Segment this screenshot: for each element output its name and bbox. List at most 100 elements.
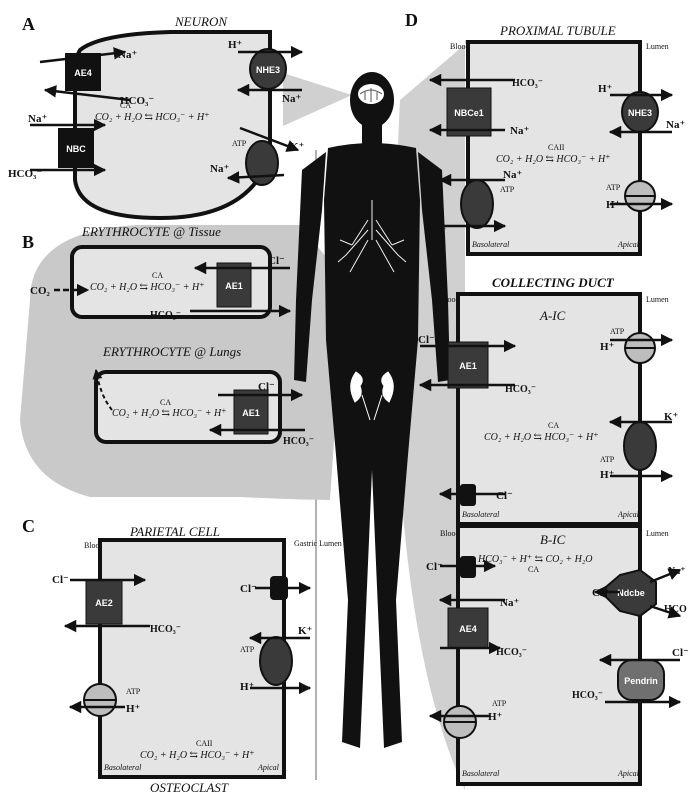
h-atpase-d2: [625, 333, 655, 363]
svg-text:Cl⁻: Cl⁻: [592, 587, 609, 599]
svg-text:Cl⁻: Cl⁻: [268, 255, 285, 267]
svg-text:AE1: AE1: [459, 361, 477, 371]
svg-text:AE1: AE1: [225, 281, 243, 291]
svg-text:Lumen: Lumen: [646, 42, 669, 51]
svg-text:NHE3: NHE3: [256, 65, 280, 75]
svg-text:Basolateral: Basolateral: [462, 769, 500, 778]
svg-text:ATP: ATP: [240, 645, 255, 654]
svg-text:HCO₃⁻: HCO₃⁻: [150, 624, 181, 635]
svg-text:CA: CA: [120, 101, 131, 110]
svg-text:HCO₃⁻: HCO₃⁻: [505, 384, 536, 395]
svg-text:Lumen: Lumen: [646, 529, 669, 538]
svg-text:H⁺: H⁺: [600, 469, 615, 481]
svg-text:K⁺: K⁺: [290, 141, 305, 153]
nhe3-transporter-a: NHE3: [250, 49, 286, 89]
erythrocyte-tissue-title: ERYTHROCYTE @ Tissue: [81, 224, 221, 239]
svg-text:Na⁺: Na⁺: [118, 49, 137, 61]
svg-text:NHE3: NHE3: [628, 108, 652, 118]
parietal-cell: [100, 540, 284, 777]
svg-text:HCO₃⁻ + H⁺ ⇆ CO₂ + H₂O: HCO₃⁻ + H⁺ ⇆ CO₂ + H₂O: [477, 554, 593, 565]
svg-text:CO₂: CO₂: [30, 285, 51, 297]
svg-text:H⁺: H⁺: [600, 341, 615, 353]
svg-text:H⁺: H⁺: [598, 83, 613, 95]
svg-text:Apical: Apical: [257, 763, 280, 772]
svg-text:Cl⁻: Cl⁻: [52, 574, 69, 586]
svg-text:Lumen: Lumen: [646, 295, 669, 304]
parietal-equation: CO₂ + H₂O ⇆ HCO₃⁻ + H⁺: [140, 750, 255, 761]
panel-a-letter: A: [22, 14, 35, 34]
svg-text:AE4: AE4: [74, 68, 92, 78]
svg-text:Apical: Apical: [617, 240, 640, 249]
neuron-equation: CO₂ + H₂O ⇆ HCO₃⁻ + H⁺: [95, 112, 210, 123]
na-k-atpase-a: [246, 141, 278, 185]
svg-text:Na⁺: Na⁺: [668, 566, 686, 577]
proximal-tubule-title: PROXIMAL TUBULE: [499, 23, 616, 38]
svg-text:Cl⁻: Cl⁻: [496, 490, 513, 502]
svg-text:NBCe1: NBCe1: [454, 108, 484, 118]
svg-text:CO₂ + H₂O ⇆ HCO₃⁻ + H⁺: CO₂ + H₂O ⇆ HCO₃⁻ + H⁺: [496, 154, 611, 165]
svg-text:K⁺: K⁺: [298, 625, 313, 637]
erythrocyte-lungs-title: ERYTHROCYTE @ Lungs: [102, 344, 241, 359]
svg-text:ATP: ATP: [232, 139, 247, 148]
svg-text:K⁺: K⁺: [664, 411, 679, 423]
svg-text:AE4: AE4: [459, 624, 477, 634]
panel-c-letter: C: [22, 516, 35, 536]
svg-text:H⁺: H⁺: [606, 199, 621, 211]
svg-text:ATP: ATP: [500, 185, 515, 194]
svg-text:Cl⁻: Cl⁻: [672, 647, 689, 659]
svg-text:Na⁺: Na⁺: [28, 113, 47, 125]
svg-text:CO₂ + H₂O ⇆ HCO₃⁻ + H⁺: CO₂ + H₂O ⇆ HCO₃⁻ + H⁺: [484, 432, 599, 443]
na-k-atpase-d: [461, 180, 493, 228]
ae4-transporter-d: AE4: [448, 608, 488, 648]
svg-text:HCO₃⁻: HCO₃⁻: [8, 168, 42, 180]
svg-text:NBC: NBC: [66, 144, 86, 154]
parietal-cell-title: PARIETAL CELL: [129, 524, 220, 539]
svg-text:HCO₃⁻: HCO₃⁻: [283, 436, 314, 447]
svg-text:Cl⁻: Cl⁻: [426, 561, 443, 573]
svg-text:CAII: CAII: [548, 143, 565, 152]
svg-text:Na⁺: Na⁺: [500, 597, 519, 609]
ae2-transporter-c: AE2: [86, 580, 122, 624]
svg-text:AE2: AE2: [95, 598, 113, 608]
svg-text:HCO₃⁻: HCO₃⁻: [572, 690, 603, 701]
svg-text:ATP: ATP: [606, 183, 621, 192]
svg-text:ATP: ATP: [600, 455, 615, 464]
osteoclast-title: OSTEOCLAST: [150, 780, 229, 794]
panel-b-letter: B: [22, 232, 34, 252]
nhe3-transporter-d: NHE3: [622, 92, 658, 132]
svg-text:Na⁺: Na⁺: [510, 125, 529, 137]
svg-text:CA: CA: [548, 421, 559, 430]
svg-text:Basolateral: Basolateral: [472, 240, 510, 249]
ae1-transporter-b2: AE1: [234, 390, 268, 434]
h-k-atpase-c: [260, 637, 292, 685]
svg-text:Cl⁻: Cl⁻: [418, 334, 435, 346]
svg-text:HCO₃⁻: HCO₃⁻: [512, 78, 543, 89]
h-atpase-d1: [625, 181, 655, 211]
svg-text:AE1: AE1: [242, 408, 260, 418]
svg-text:CO₂ + H₂O ⇆ HCO₃⁻ + H⁺: CO₂ + H₂O ⇆ HCO₃⁻ + H⁺: [90, 282, 205, 293]
h-atpase-d3: [444, 706, 476, 738]
svg-text:Cl⁻: Cl⁻: [240, 583, 257, 595]
svg-text:H⁺: H⁺: [126, 703, 141, 715]
svg-text:CAII: CAII: [196, 739, 213, 748]
svg-text:ATP: ATP: [610, 327, 625, 336]
svg-text:Basolateral: Basolateral: [104, 763, 142, 772]
neuron-title: NEURON: [174, 14, 228, 29]
svg-text:ATP: ATP: [492, 699, 507, 708]
b-ic-label: B-IC: [540, 532, 566, 547]
svg-text:K⁺: K⁺: [432, 225, 447, 237]
svg-text:Na⁺: Na⁺: [210, 163, 229, 175]
svg-text:Apical: Apical: [617, 510, 640, 519]
svg-text:CA: CA: [152, 271, 163, 280]
svg-text:HCO₃⁻: HCO₃⁻: [496, 647, 527, 658]
panel-d-letter: D: [405, 10, 418, 30]
svg-text:Na⁺: Na⁺: [282, 93, 301, 105]
h-atpase-c: [84, 684, 116, 716]
svg-text:Na⁺: Na⁺: [666, 119, 685, 131]
svg-text:HCO: HCO: [664, 604, 687, 615]
svg-text:Ndcbe: Ndcbe: [617, 588, 645, 598]
svg-text:Gastric Lumen: Gastric Lumen: [294, 539, 342, 548]
svg-text:CA: CA: [528, 565, 539, 574]
svg-text:CA: CA: [160, 398, 171, 407]
